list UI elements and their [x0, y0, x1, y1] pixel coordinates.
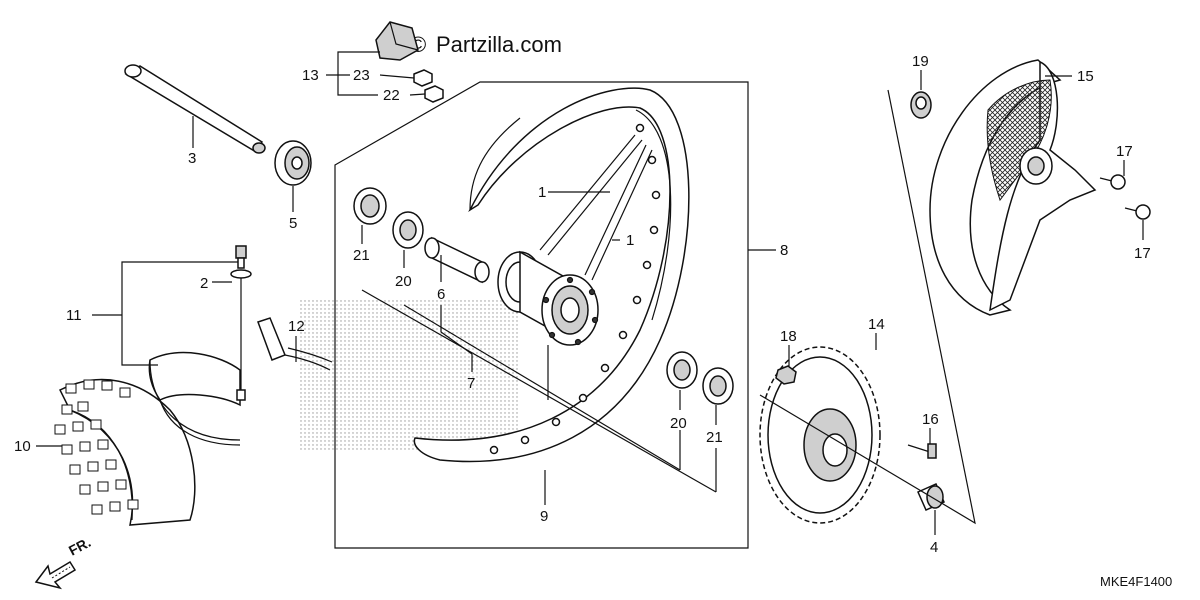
- callout-5: 5: [289, 215, 297, 232]
- callout-15: 15: [1077, 68, 1094, 85]
- callout-20-left: 20: [395, 273, 412, 290]
- callout-8: 8: [780, 242, 788, 259]
- callout-18: 18: [780, 328, 797, 345]
- callout-16: 16: [922, 411, 939, 428]
- callout-12: 12: [288, 318, 305, 335]
- diagram-code: MKE4F1400: [1100, 574, 1172, 589]
- wheel-spacer: [424, 236, 490, 284]
- front-axle: [124, 64, 266, 154]
- wheel-rim: [413, 87, 690, 463]
- watermark-text: Partzilla.com: [436, 32, 562, 57]
- bearing-right: [666, 351, 698, 389]
- disc-cover-box: [759, 89, 976, 525]
- axle-collar: [274, 140, 312, 186]
- callout-20-right: 20: [670, 415, 687, 432]
- callout-3: 3: [188, 150, 196, 167]
- callout-1-lower: 1: [626, 232, 634, 249]
- nut-22: [424, 85, 444, 103]
- callout-22: 22: [383, 87, 400, 104]
- nut-23: [413, 69, 433, 87]
- wheel-hub: [497, 250, 599, 346]
- disc-bolt: [907, 443, 937, 459]
- callout-17-lower: 17: [1134, 245, 1151, 262]
- dust-seal-right: [702, 367, 734, 405]
- callout-13: 13: [302, 67, 319, 84]
- watermark: © Partzilla.com: [410, 32, 562, 57]
- dust-seal-left: [353, 187, 387, 225]
- hub-bolt-holes: [542, 276, 599, 346]
- callout-labels: 1 1 2 3 4 5 6 7 8 9 10 11 12 13 14 15 16…: [14, 53, 1151, 556]
- callout-10: 10: [14, 438, 31, 455]
- cover-collar: [910, 91, 932, 119]
- callout-21-right: 21: [706, 429, 723, 446]
- cover-bolt-upper: [1099, 174, 1126, 190]
- brake-disc: [759, 346, 881, 524]
- disc-cover: [929, 59, 1097, 316]
- callout-23: 23: [353, 67, 370, 84]
- disc-nut: [775, 365, 797, 385]
- rim-band: [257, 317, 333, 371]
- callout-19: 19: [912, 53, 929, 70]
- callout-9: 9: [540, 508, 548, 525]
- speed-sensor-bracket: [375, 21, 419, 61]
- front-label: FR.: [66, 534, 93, 559]
- spokes: [539, 134, 653, 281]
- callout-2: 2: [200, 275, 208, 292]
- callout-14: 14: [868, 316, 885, 333]
- front-direction: FR.: [34, 534, 93, 590]
- callout-17-upper: 17: [1116, 143, 1133, 160]
- rim-spoke-holes: [489, 123, 661, 455]
- inner-tube: [148, 351, 241, 446]
- wheel-assembly-box: [334, 81, 749, 549]
- callout-4: 4: [930, 539, 938, 556]
- leader-lines: [36, 51, 1144, 535]
- callout-1-upper: 1: [538, 184, 546, 201]
- callout-11: 11: [66, 307, 82, 324]
- tire-knobs: [54, 379, 139, 515]
- valve-assembly: [230, 245, 252, 401]
- callout-7: 7: [467, 375, 475, 392]
- background-logo-shading: [300, 300, 520, 450]
- callout-6: 6: [437, 286, 445, 303]
- tire: [54, 378, 196, 526]
- callout-21-left: 21: [353, 247, 370, 264]
- front-arrow-icon: [34, 560, 77, 590]
- cover-bolt-lower: [1124, 204, 1151, 220]
- bearing-left: [392, 211, 424, 249]
